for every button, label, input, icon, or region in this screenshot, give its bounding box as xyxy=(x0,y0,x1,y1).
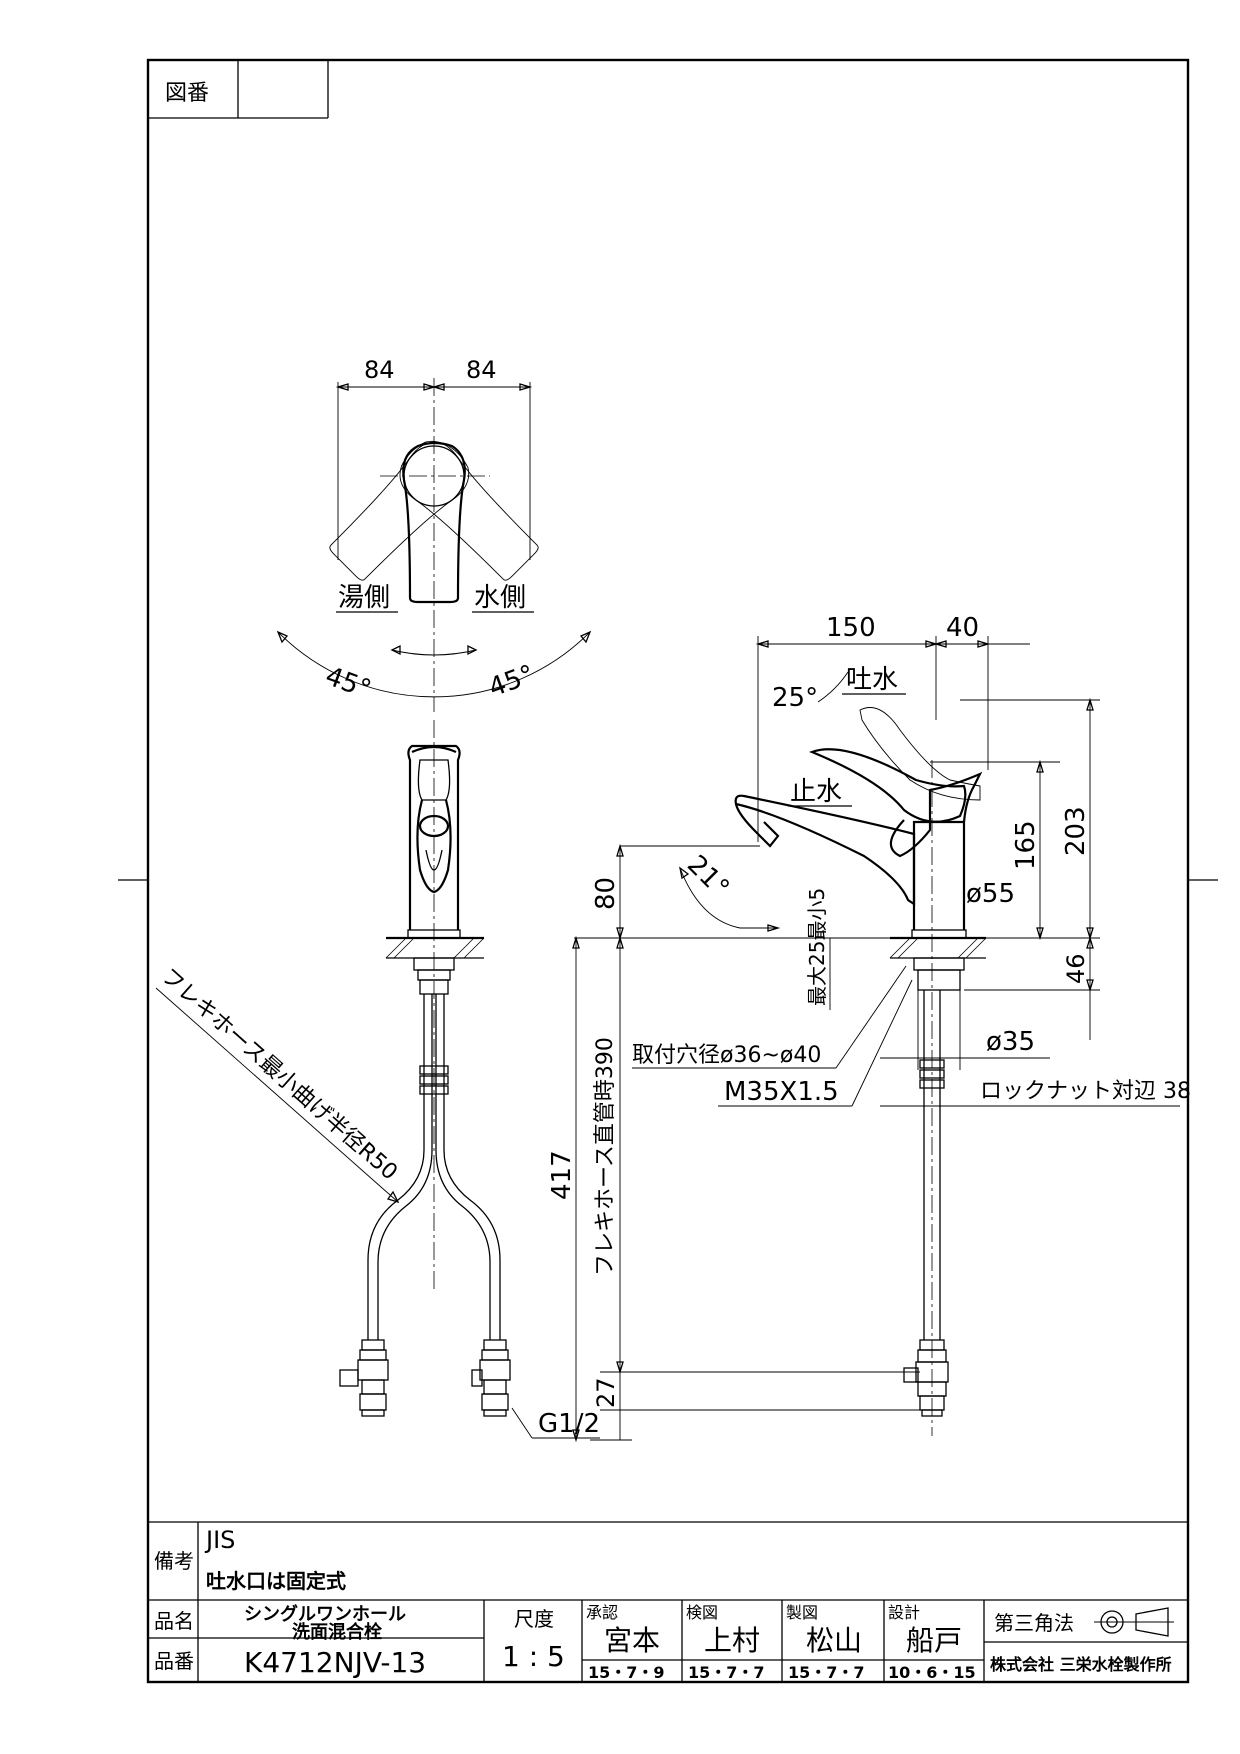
side-fitting xyxy=(903,1339,949,1417)
top-view: 84 84 湯側 水側 45° 45° xyxy=(276,356,592,712)
dim-total-height: 417 xyxy=(547,1150,577,1200)
drawing-number-label: 図番 xyxy=(165,81,209,106)
third-angle-projection-icon xyxy=(1094,1607,1174,1637)
top-dim-left: 84 xyxy=(364,356,395,384)
angle-left-label: 45° xyxy=(321,661,375,705)
dim-body: 40 xyxy=(946,613,979,643)
thread-note: G1/2 xyxy=(538,1409,600,1439)
approved-date: 15・7・9 xyxy=(588,1663,665,1682)
checked-date: 15・7・7 xyxy=(688,1663,765,1682)
hose-radius-note: フレキホース最小曲げ半径R50 xyxy=(156,964,402,1186)
checked-label: 検図 xyxy=(686,1603,718,1622)
angle-spout: 21° xyxy=(681,850,735,904)
dim-diameter-35: ø35 xyxy=(986,1027,1035,1057)
cold-side-label: 水側 xyxy=(474,583,526,613)
angle-right-label: 45° xyxy=(485,660,539,704)
dim-diameter-body: ø55 xyxy=(966,879,1015,909)
remarks-label: 備考 xyxy=(154,1549,194,1573)
dim-reach: 150 xyxy=(826,613,876,643)
front-hose-right xyxy=(435,994,491,1340)
close-label: 止水 xyxy=(790,777,842,807)
height-dimensions: 417 80 フレキホース直管時390 27 xyxy=(547,843,920,1443)
design-date: 10・6・15 xyxy=(888,1663,976,1682)
locknut-note: ロックナット対辺 38 xyxy=(980,1079,1191,1104)
approved-name: 宮本 xyxy=(604,1624,660,1657)
design-name: 船戸 xyxy=(906,1624,962,1657)
thread-size-note: M35X1.5 xyxy=(724,1077,839,1107)
drawing-number-box: 図番 xyxy=(148,60,329,119)
remarks-line2: 吐水口は固定式 xyxy=(206,1569,346,1593)
front-hose-left xyxy=(367,994,425,1340)
dim-46: 46 xyxy=(1062,953,1090,984)
mount-hole-note: 取付穴径ø36~ø40 xyxy=(632,1043,821,1068)
sheet-border xyxy=(146,58,1190,1684)
side-view: 150 40 25° 吐水 止水 21° xyxy=(632,613,1191,1436)
scale-value: 1 : 5 xyxy=(502,1640,565,1673)
open-label: 吐水 xyxy=(846,665,898,695)
side-spout-outline xyxy=(734,794,916,907)
front-fitting-right xyxy=(471,1339,511,1417)
scale-label: 尺度 xyxy=(514,1607,554,1631)
projection-label: 第三角法 xyxy=(994,1611,1074,1635)
approved-label: 承認 xyxy=(586,1603,618,1622)
number-label: 品番 xyxy=(154,1649,194,1673)
name-label: 品名 xyxy=(154,1609,194,1633)
drawn-label: 製図 xyxy=(786,1603,818,1622)
title-block: 備考 JIS 吐水口は固定式 品名 シングルワンホール 洗面混合栓 品番 K47… xyxy=(148,1521,1188,1682)
dim-bottom: 27 xyxy=(592,1377,620,1408)
name-line2: 洗面混合栓 xyxy=(292,1621,382,1643)
remarks-line1: JIS xyxy=(204,1526,235,1554)
hose-straight-note: フレキホース直管時390 xyxy=(593,1037,618,1276)
name-line1: シングルワンホール xyxy=(244,1603,406,1625)
checked-name: 上村 xyxy=(704,1624,760,1657)
drawn-name: 松山 xyxy=(806,1624,862,1657)
front-view: フレキホース最小曲げ半径R50 G1/2 xyxy=(155,720,600,1439)
front-fitting-left xyxy=(339,1339,389,1417)
angle-open: 25° xyxy=(772,683,818,713)
dim-spout-height: 80 xyxy=(591,877,621,910)
drawn-date: 15・7・7 xyxy=(788,1663,865,1682)
top-dim-right: 84 xyxy=(466,356,497,384)
hot-side-label: 湯側 xyxy=(338,583,390,613)
number-value: K4712NJV-13 xyxy=(244,1646,426,1679)
counter-thickness: 最大25最小5 xyxy=(805,888,829,1006)
dim-height-165: 165 xyxy=(1011,820,1041,870)
design-label: 設計 xyxy=(888,1603,920,1622)
dim-height-203: 203 xyxy=(1061,806,1091,856)
company-name: 株式会社 三栄水栓製作所 xyxy=(990,1655,1172,1674)
